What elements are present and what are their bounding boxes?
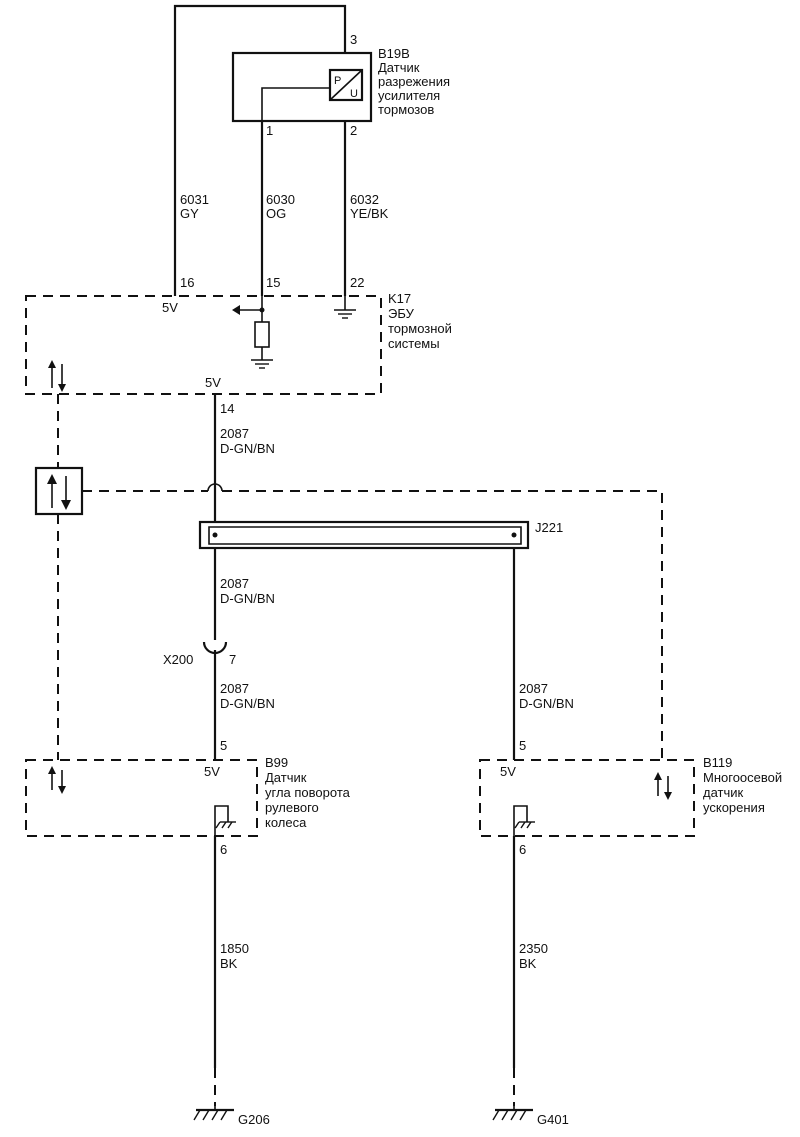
k17-bidirectional-icon: [48, 360, 66, 392]
k17-5v-top: 5V: [162, 300, 178, 315]
b99-code: B99: [265, 755, 288, 770]
b99-pin-6: 6: [220, 842, 227, 857]
wire-6031-color: GY: [180, 206, 199, 221]
j221-splice-box: [198, 520, 530, 550]
wire-2087-d-color: D-GN/BN: [519, 696, 574, 711]
b99-desc-3: рулевого: [265, 800, 319, 815]
b19b-desc-2: разрежения: [378, 74, 450, 89]
wire-1850-num: 1850: [220, 941, 249, 956]
k17-pin-14: 14: [220, 401, 234, 416]
sensor-u-label: U: [350, 88, 358, 100]
g206-label: G206: [238, 1112, 270, 1127]
wire-2350-color: BK: [519, 956, 537, 971]
b19b-pin-1: 1: [266, 123, 273, 138]
wire-2087-c-num: 2087: [220, 681, 249, 696]
b119-desc-2: датчик: [703, 785, 744, 800]
wire-2087-b-num: 2087: [220, 576, 249, 591]
pressure-sensor-icon: P U: [328, 68, 364, 102]
resistor-icon: [254, 321, 270, 348]
k17-input-circuit: [232, 296, 270, 360]
x200-connector-icon: [202, 630, 228, 655]
sensor-p-label: P: [334, 75, 341, 87]
b19b-box: [231, 51, 373, 123]
b119-5v: 5V: [500, 764, 516, 779]
b119-desc-3: ускорения: [703, 800, 765, 815]
b99-desc-2: угла поворота: [265, 785, 351, 800]
wire-6032-color: YE/BK: [350, 206, 389, 221]
sensor-internal-wire: [261, 87, 330, 121]
b19b-code: B19B: [378, 46, 410, 61]
b99-5v: 5V: [204, 764, 220, 779]
k17-pin-22: 22: [350, 275, 364, 290]
wire-6032-num: 6032: [350, 192, 379, 207]
g401-label: G401: [537, 1112, 569, 1127]
b99-desc-1: Датчик: [265, 770, 307, 785]
k17-pin-16: 16: [180, 275, 194, 290]
b19b-desc-3: усилителя: [378, 88, 440, 103]
ground-icon-k17-sensor: [251, 359, 273, 369]
g206-ground-icon: [193, 1106, 234, 1121]
wire-2350-num: 2350: [519, 941, 548, 956]
g401-ground-icon: [492, 1106, 533, 1121]
b119-pin-5: 5: [519, 738, 526, 753]
b99-bidirectional-icon: [48, 766, 66, 794]
gateway-bidirectional-icon: [34, 466, 84, 516]
b119-box: [479, 759, 695, 837]
b19b-desc-4: тормозов: [378, 102, 434, 117]
wire-2087-b-color: D-GN/BN: [220, 591, 275, 606]
x200-pin-7: 7: [229, 652, 236, 667]
b99-desc-4: колеса: [265, 815, 307, 830]
b119-code: B119: [703, 755, 732, 770]
b99-box: [25, 759, 258, 837]
k17-desc-1: ЭБУ: [388, 306, 415, 321]
j221-code: J221: [535, 520, 563, 535]
b19b-desc-1: Датчик: [378, 60, 420, 75]
k17-5v-bottom: 5V: [205, 375, 221, 390]
b119-pin-6: 6: [519, 842, 526, 857]
wire-6031: [173, 4, 347, 296]
bus-gateway-to-b119-b: [222, 490, 663, 760]
k17-box: [25, 295, 382, 395]
wire-6031-num: 6031: [180, 192, 209, 207]
wire-2087-a-num: 2087: [220, 426, 249, 441]
wire-6030-color: OG: [266, 206, 286, 221]
wire-1850-color: BK: [220, 956, 238, 971]
wire-2087-c-color: D-GN/BN: [220, 696, 275, 711]
b119-desc-1: Многоосевой: [703, 770, 782, 785]
j221-busbar: [208, 526, 522, 545]
b19b-pin-3: 3: [350, 32, 357, 47]
b19b-pin-2: 2: [350, 123, 357, 138]
wire-6030-num: 6030: [266, 192, 295, 207]
b119-ground-icon: [513, 805, 535, 836]
k17-desc-3: системы: [388, 336, 440, 351]
wire-2087-a-color: D-GN/BN: [220, 441, 275, 456]
k17-code: K17: [388, 291, 411, 306]
k17-pin-15: 15: [266, 275, 280, 290]
b99-pin-5: 5: [220, 738, 227, 753]
wire-2087-d-num: 2087: [519, 681, 548, 696]
x200-code: X200: [163, 652, 193, 667]
b119-bidirectional-icon: [654, 772, 672, 800]
ground-icon-k17-pin22: [334, 296, 356, 319]
b99-ground-icon: [214, 805, 236, 836]
k17-desc-2: тормозной: [388, 321, 452, 336]
